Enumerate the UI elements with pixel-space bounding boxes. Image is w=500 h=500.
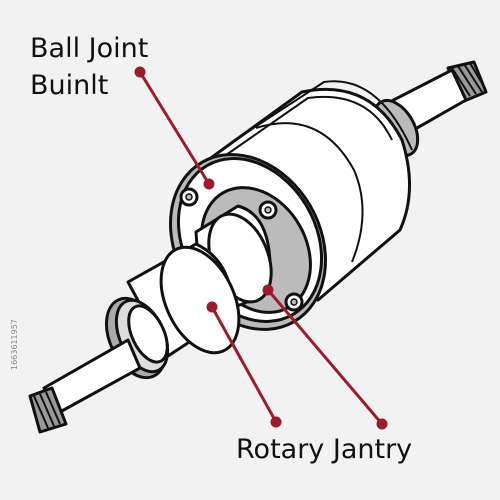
rotary-label: Rotary Jantry: [236, 434, 413, 465]
stock-id-watermark: 1663611957: [10, 319, 19, 370]
leader-rotary-b: [266, 289, 384, 425]
flange-bolts: [179, 187, 304, 312]
main-body: [206, 80, 413, 302]
ball-joint-label-line2: Buinlt: [30, 70, 109, 101]
left-threaded-end: [28, 386, 68, 434]
ball-joint-label: Ball Joint Buinlt: [30, 30, 148, 104]
leader-ball-joint: [138, 71, 211, 185]
leader-rotary-a: [210, 306, 278, 423]
ball-joint-label-line1: Ball Joint: [30, 33, 149, 64]
